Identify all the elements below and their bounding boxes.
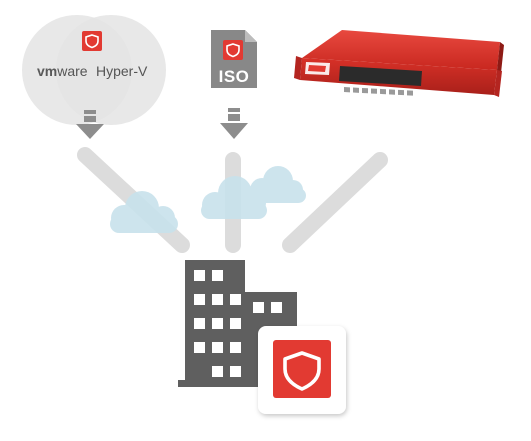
appliance-ports (339, 66, 422, 96)
cloud-icon (201, 166, 306, 219)
shield-icon (223, 40, 243, 60)
shield-icon (82, 31, 102, 51)
svg-text:vmware: vmware (37, 63, 88, 79)
arrow-down-icon (220, 108, 248, 139)
iso-label: ISO (219, 67, 250, 86)
virtual-platforms: vmware Hyper-V (22, 15, 166, 125)
vmware-logo-suffix: ware (56, 63, 88, 79)
hyperv-label: Hyper-V (96, 63, 148, 79)
building-icon (178, 260, 308, 387)
connection-line-right (282, 152, 388, 253)
iso-file-icon: ISO (211, 30, 257, 88)
vmware-logo-prefix: vm (37, 63, 57, 79)
security-badge (258, 326, 346, 414)
cloud-icon (110, 191, 178, 233)
arrow-down-icon (76, 110, 104, 139)
shield-icon (273, 340, 331, 398)
hardware-appliance (294, 30, 504, 102)
